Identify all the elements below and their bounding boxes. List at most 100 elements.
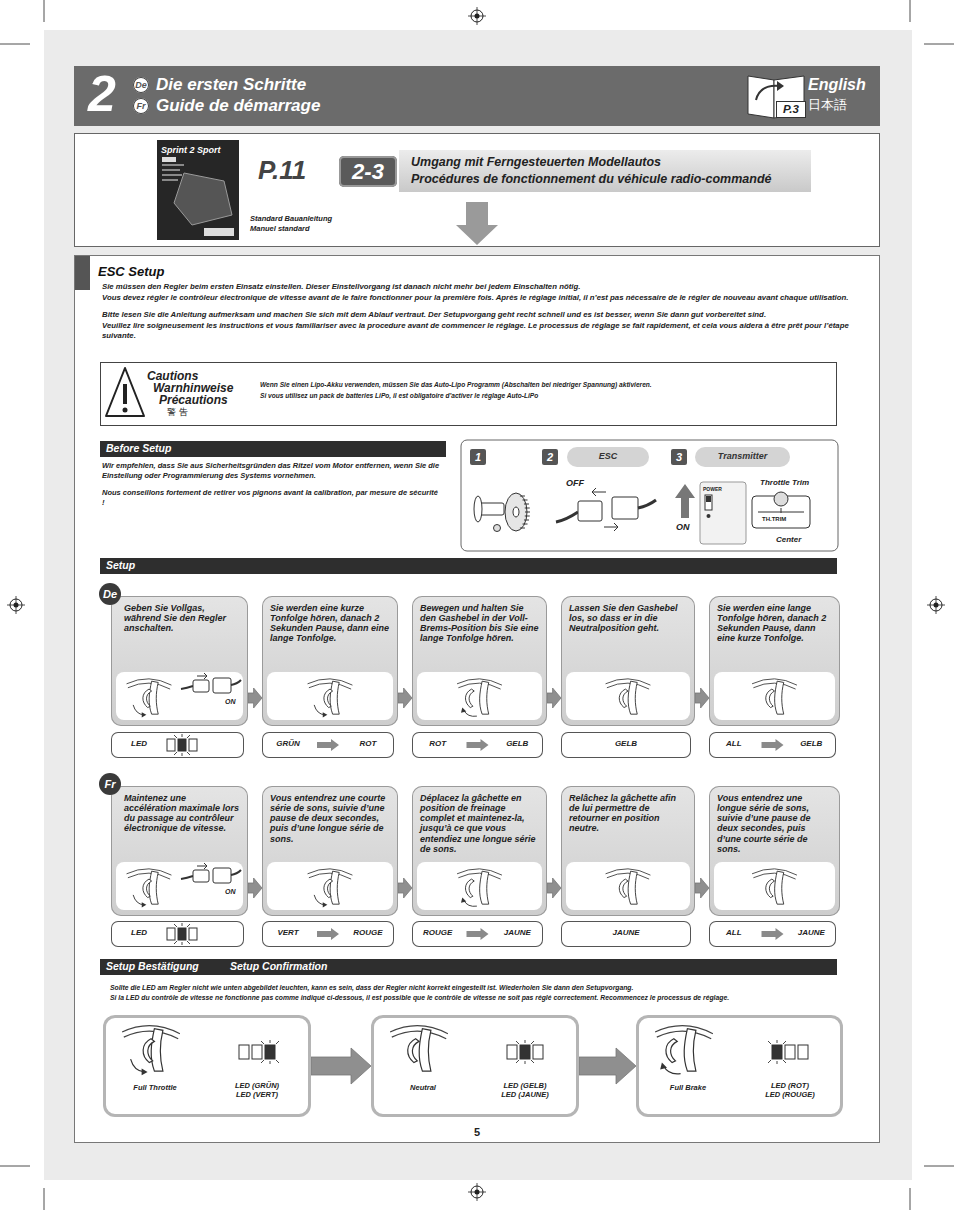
grip [775,681,784,714]
flow-arrow [398,688,412,708]
step-number: 2 [542,449,558,465]
instruction-text: Vous entendrez une courte série de sons,… [270,793,390,844]
wheel-rim [655,1026,713,1034]
language-text: English [808,75,866,94]
confirmation-text: LED (JAUNE) [477,1090,573,1099]
manual-cover [157,140,239,240]
manual-cover-lines [162,165,184,180]
led-lamp [785,1045,795,1059]
flow-arrow [311,1048,371,1084]
page-ground [44,30,912,1180]
trigger-illustration [308,869,353,908]
motion-arrow-head [323,712,328,717]
state-change-arrow [467,739,489,751]
header-text: 2 [88,69,116,119]
section-bar-title: Setup Bestätigung [106,960,199,973]
content-panel: ESC SetupSie müssen den Regler beim erst… [74,255,880,1143]
manual-caption: Manuel standard [250,224,310,233]
illustration-panel [267,672,393,720]
illustration-panel [417,862,542,910]
registration-mark [475,1190,480,1195]
note-text: Nous conseillons fortement de retirer vo… [102,488,442,508]
down-arrow [456,202,498,245]
power-switch-lever [706,496,711,502]
led-lamp [178,928,186,940]
paragraph-text: Veuillez lire soigneusement les instruct… [102,321,872,340]
instruction-step: Lassen Sie den Gashebel los, so dass er … [561,596,695,726]
motion-arrow-head [461,708,466,713]
power-switch [705,495,712,510]
led-lamp [520,1045,530,1059]
section-bar-title: Setup Confirmation [230,960,327,973]
led-state-text: ROT [342,739,394,749]
wheel-rim [657,1031,711,1039]
switch-label: ON [225,888,236,896]
led-indicator-box: GELB [561,732,691,758]
trigger [465,879,474,897]
switch-label: OFF [566,478,584,489]
language-badge: Fr [99,773,121,795]
wheel-rim [606,679,651,685]
trigger-illustration [752,679,797,714]
badge-text: De [133,80,149,91]
manual-cover-title: Sprint 2 Sport [161,145,221,156]
confirmation-box: Full ThrottleLED (GRÜN)LED (VERT) [103,1015,311,1117]
grip [628,681,637,714]
step-number: 3 [671,449,687,465]
confirmation-text: LED (GRÜN) [209,1081,305,1090]
plug [193,870,209,882]
wheel-rim [128,873,170,879]
illustration-panel [566,672,690,720]
confirmation-text: LED (ROT) [742,1081,838,1090]
registration-mark [468,1183,486,1201]
trigger [324,879,333,897]
page-number: 5 [468,1126,486,1139]
caution-text: Wenn Sie einen Lipo-Akku verwenden, müss… [260,381,830,389]
grip [149,871,158,904]
section-number: 2-3 [339,159,397,185]
led-lamp [239,1045,249,1059]
led-state-text: LED [119,928,159,938]
warning-dot [123,408,128,413]
trigger-illustration [457,679,502,717]
step-number-box [671,449,687,465]
power-led [707,514,711,518]
wheel-rim [458,873,500,879]
led-indicator-box: LED [111,921,244,947]
badge-text: Fr [133,101,149,112]
header-text: Die ersten Schritte [156,75,306,95]
led-lamp [265,1045,275,1059]
confirmation-text: LED (GELB) [477,1081,573,1090]
grip [775,871,784,904]
section-accent-bar [74,255,90,290]
led-indicator-box: ALLJAUNE [709,921,836,947]
paragraph-text: Vous devez régler le contrôleur électron… [102,293,872,303]
flow-arrow [248,688,262,708]
trigger [408,1039,419,1063]
led-glow [516,1040,534,1064]
wheel-rim [607,683,649,689]
registration-mark [475,14,480,19]
plug [193,680,209,692]
transmitter-body [700,482,746,544]
state-change-arrow [762,928,784,940]
pinion-bore [513,507,519,517]
trim-knob [774,492,788,506]
instruction-step: Maintenez une accélération maximale lors… [111,786,248,916]
wheel-rim [127,679,172,685]
instruction-step: Geben Sie Vollgas, während Sie den Regle… [111,596,248,726]
caution-box: CautionsWarnhinweisePrécautions警 告Wenn S… [100,362,837,426]
instruction-text: Déplacez la gâchette en position de frei… [420,793,539,854]
led-state-text: GELB [492,739,544,749]
wheel-rim [392,1031,446,1039]
registration-mark [7,596,25,614]
registration-mark [468,7,486,25]
led-state-text: JAUNE [492,928,544,938]
grip [330,681,339,714]
flow-arrow [579,1048,636,1084]
trigger-illustration [122,1026,180,1076]
plug [213,868,231,883]
header-text: Guide de démarrage [156,96,320,116]
